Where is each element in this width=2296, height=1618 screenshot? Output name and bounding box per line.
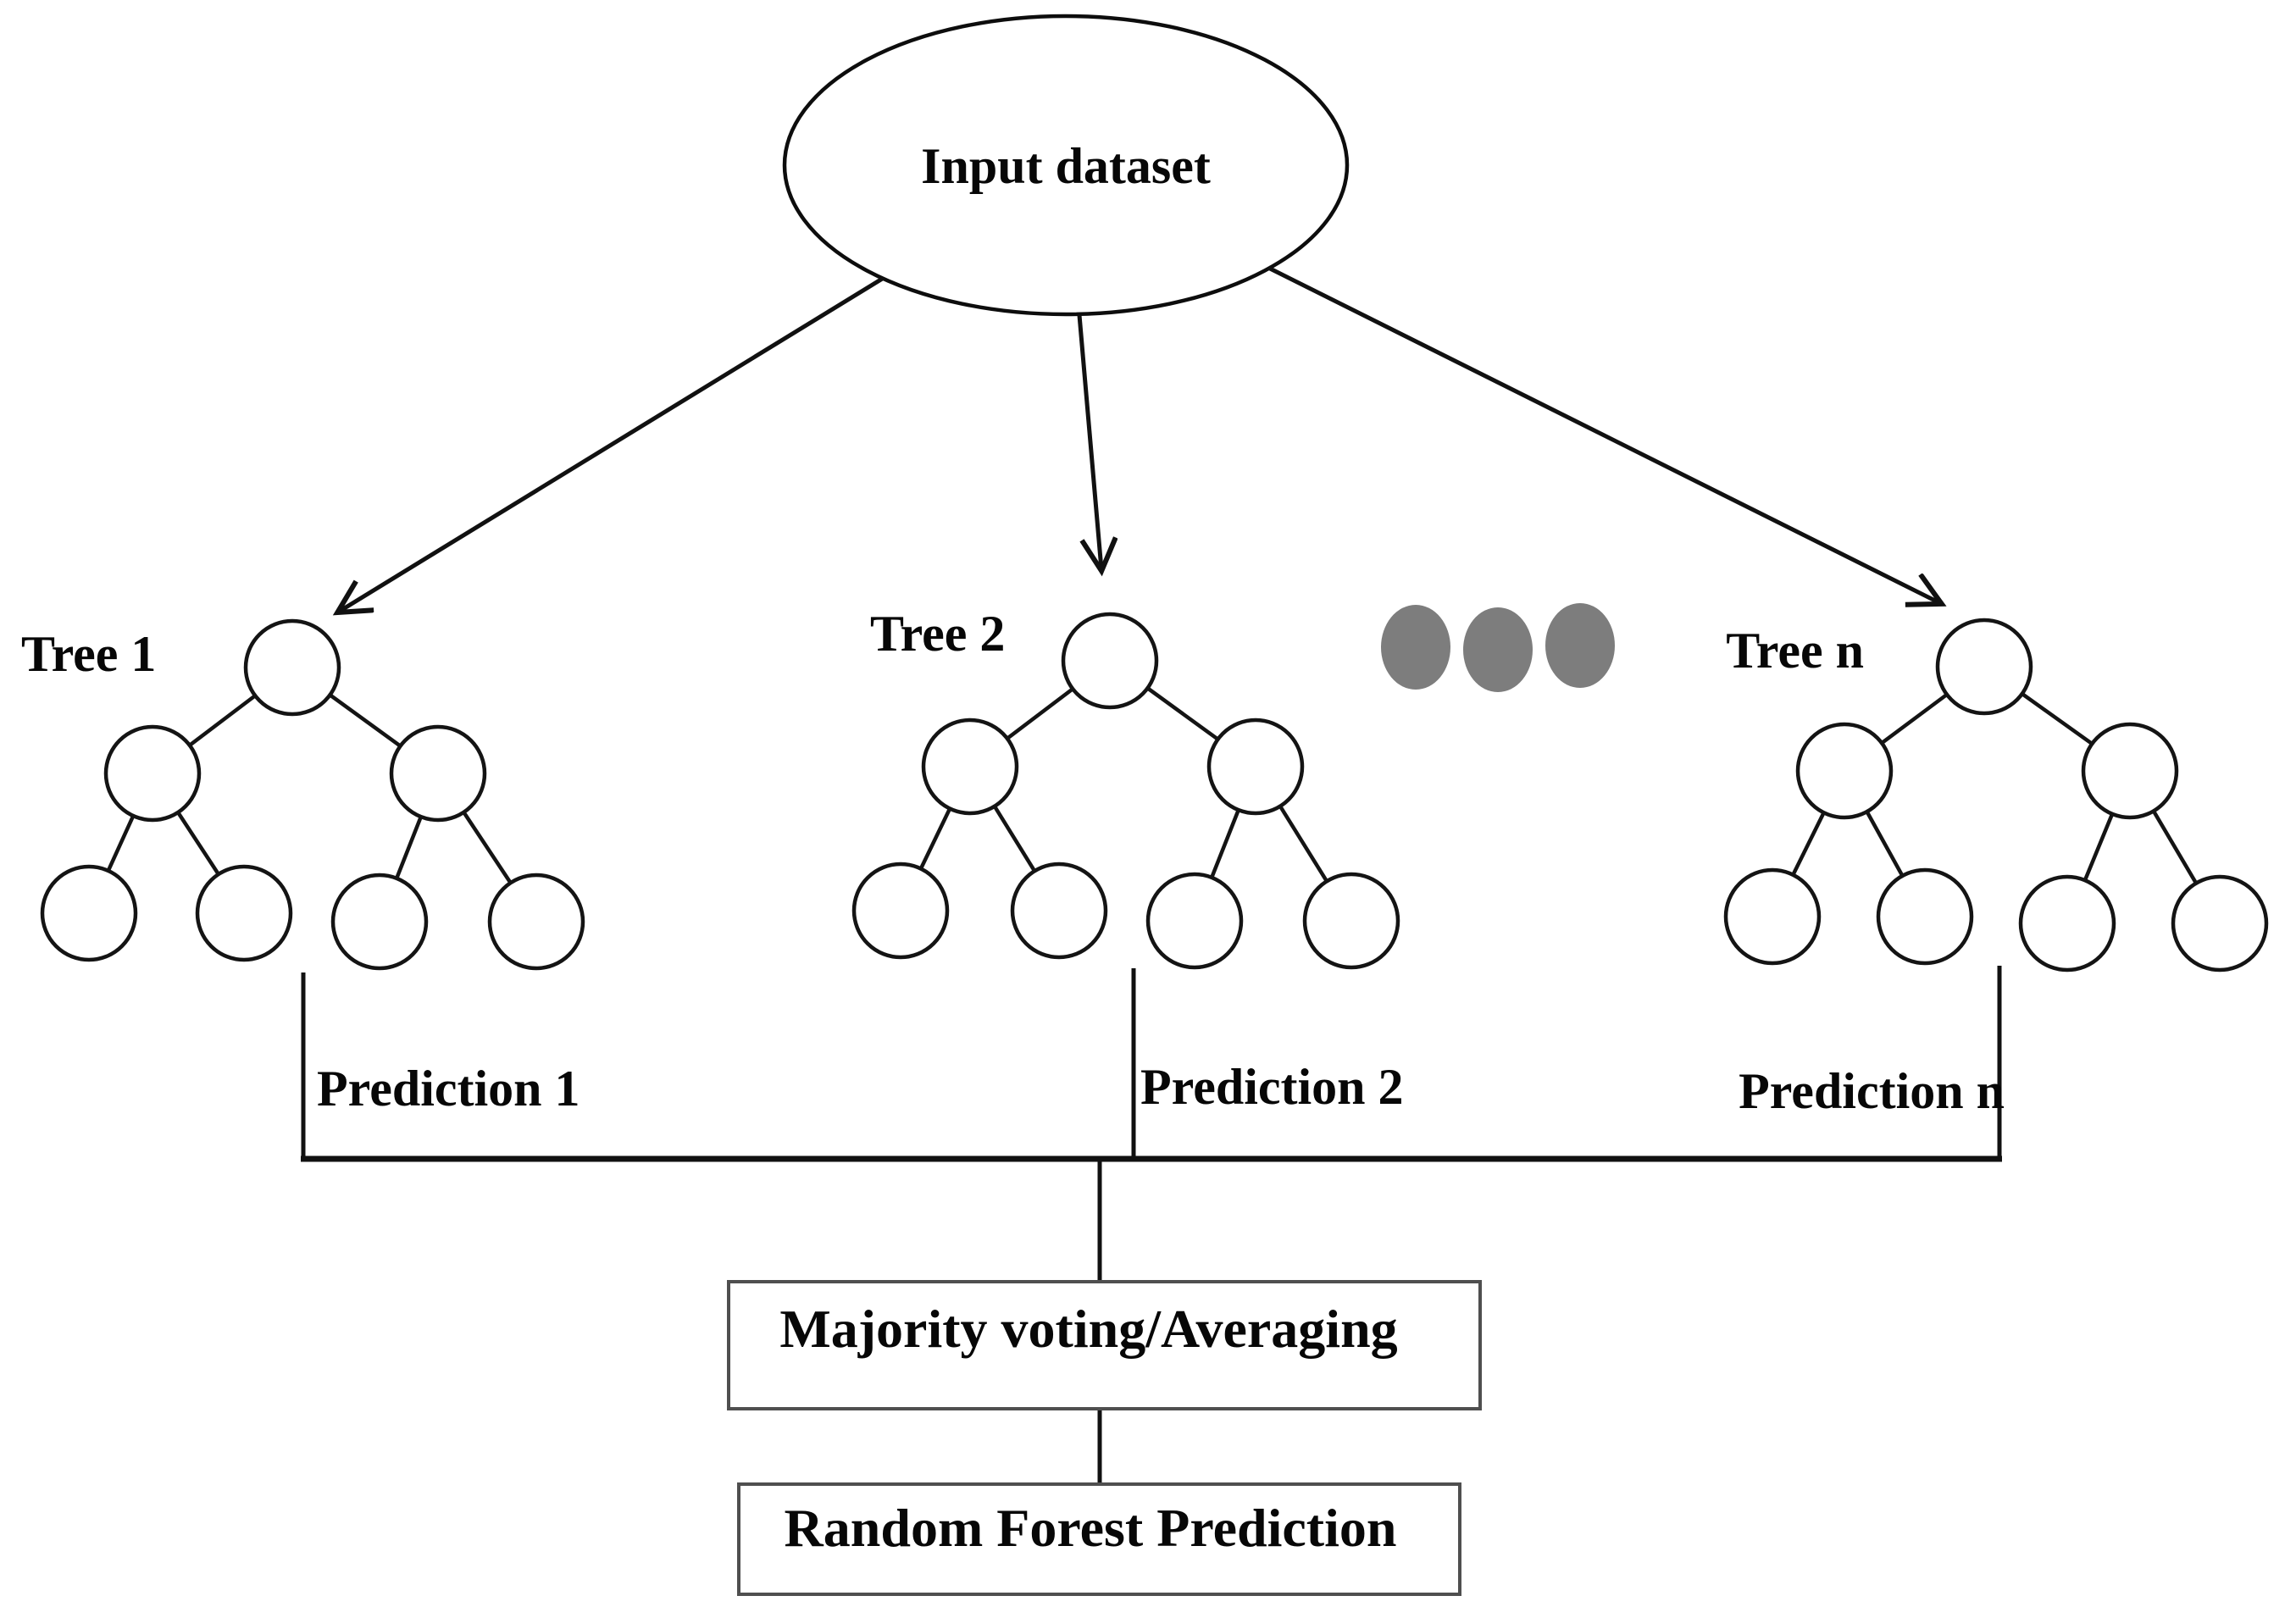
- tree-n-leaf-node: [1876, 867, 1974, 966]
- tree-2: Tree 2: [851, 606, 1400, 970]
- prediction-connectors: [301, 966, 2002, 1486]
- tree-1-label: Tree 1: [21, 626, 156, 682]
- tree-n-root-node: [1935, 618, 2033, 716]
- random-forest-prediction-label: Random Forest Prediction: [785, 1498, 1397, 1558]
- majority-voting-rect: [727, 1280, 1482, 1410]
- tree-n-leaf-node: [2018, 874, 2116, 972]
- random-forest-prediction-rect: [737, 1482, 1461, 1596]
- tree-1-right-node: [389, 724, 487, 823]
- ellipsis-dot: [1381, 605, 1450, 690]
- input-dataset-ellipse: [782, 14, 1350, 317]
- prediction-1-label: Prediction 1: [317, 1061, 580, 1117]
- tree-1-leaf-node: [195, 864, 293, 962]
- tree-1: Tree 1: [21, 618, 585, 971]
- ellipsis-dots: [1381, 603, 1615, 692]
- majority-voting-box: Majority voting/Averaging: [727, 1280, 1482, 1410]
- tree-2-leaf-node: [1010, 862, 1108, 960]
- tree-1-leaf-node: [330, 873, 429, 971]
- tree-2-right-node: [1206, 718, 1305, 816]
- majority-voting-label: Majority voting/Averaging: [779, 1299, 1397, 1359]
- prediction-n-label: Prediction n: [1739, 1063, 2005, 1119]
- tree-2-leaf-node: [1145, 872, 1244, 970]
- tree-1-leaf-node: [487, 873, 585, 971]
- tree-2-leaf-node: [1302, 872, 1400, 970]
- input-dataset-label: Input dataset: [921, 138, 1211, 194]
- tree-n-leaf-node: [1723, 867, 1822, 966]
- tree-2-label: Tree 2: [870, 606, 1005, 662]
- tree-2-leaf-node: [851, 862, 950, 960]
- tree-1-left-node: [103, 724, 202, 823]
- arrow-to-tree-2: [1077, 314, 1101, 569]
- prediction-2-label: Prediction 2: [1140, 1059, 1404, 1115]
- arrow-to-tree-1: [339, 275, 885, 612]
- tree-n: Tree n: [1723, 618, 2269, 972]
- ellipsis-dot: [1463, 607, 1533, 692]
- tree-1-leaf-node: [40, 864, 138, 962]
- tree-n-left-node: [1795, 722, 1894, 820]
- tree-1-root-node: [243, 618, 341, 717]
- tree-2-root-node: [1061, 612, 1159, 710]
- tree-2-left-node: [921, 718, 1019, 816]
- tree-n-right-node: [2081, 722, 2179, 820]
- tree-n-label: Tree n: [1726, 623, 1864, 679]
- input-dataset-node: Input dataset: [782, 14, 1350, 317]
- tree-n-leaf-node: [2171, 874, 2269, 972]
- random-forest-prediction-box: Random Forest Prediction: [737, 1482, 1461, 1596]
- ellipsis-dot: [1545, 603, 1615, 688]
- arrow-to-tree-n: [1267, 265, 1940, 603]
